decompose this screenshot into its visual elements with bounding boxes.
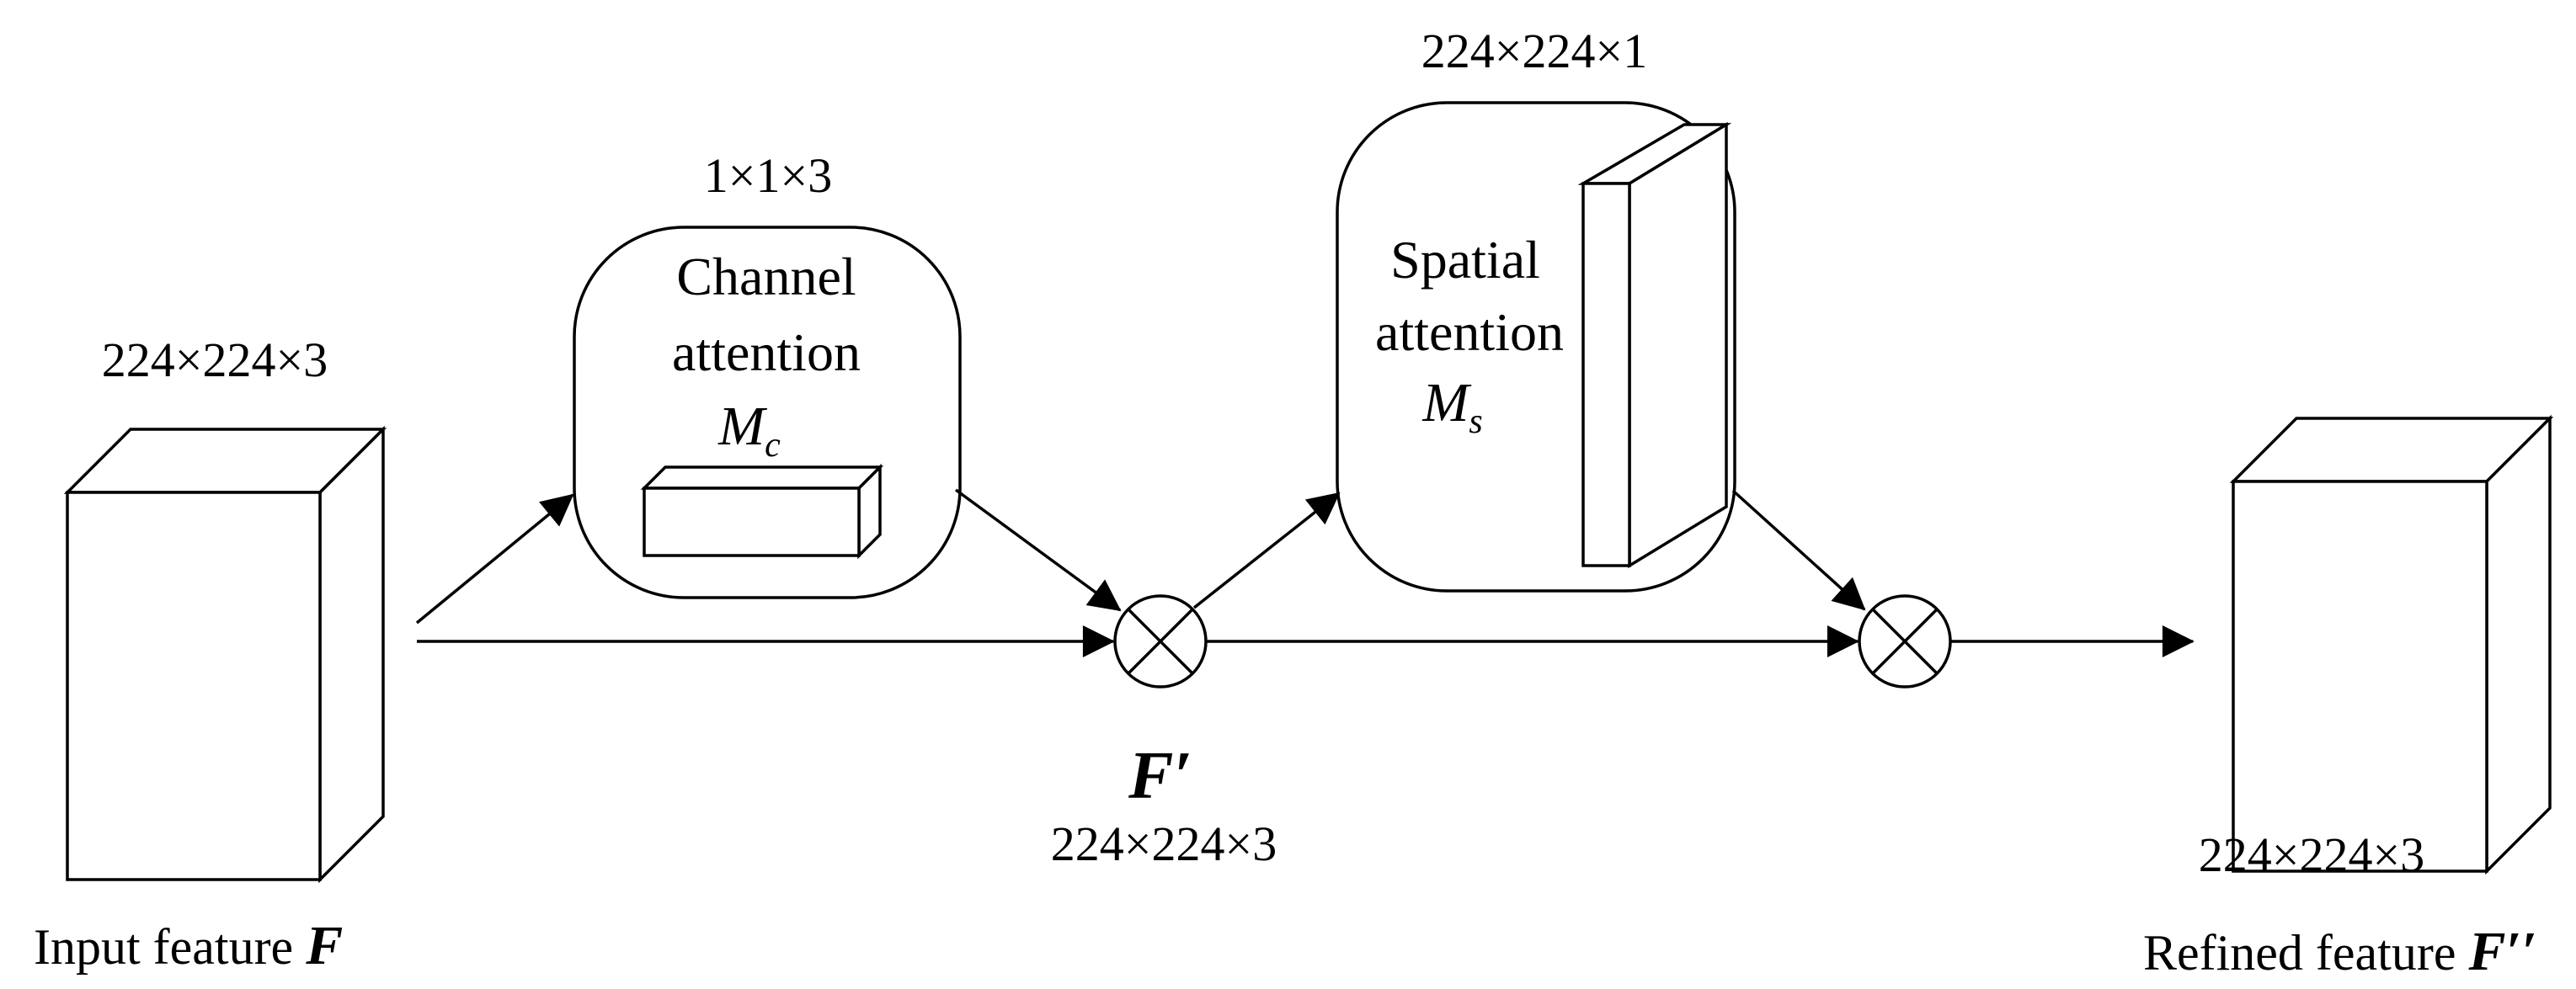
arrows — [415, 488, 2195, 657]
channel-attention-dims-label: 1×1×3 — [704, 148, 832, 203]
channel-attention-title-line1: Channel — [676, 247, 856, 306]
channel-attention-symbol-main: M — [717, 396, 768, 457]
input-caption-text: Input feature — [34, 919, 306, 975]
spatial-attention-title-line1: Spatial — [1390, 230, 1540, 290]
input-dims-label: 224×224×3 — [102, 332, 328, 387]
channel-attention-symbol: Mc — [717, 396, 781, 465]
refined-caption-text: Refined feature — [2143, 925, 2468, 981]
refined-feature-cube — [2229, 414, 2554, 875]
spatial-attention-symbol: Ms — [1421, 372, 1482, 441]
spatial-attention-module — [1336, 101, 1736, 593]
intermediate-dims-label: 224×224×3 — [1051, 816, 1277, 871]
channel-attention-symbol-subscript: c — [765, 426, 781, 465]
multiply-operator-1 — [1113, 594, 1208, 689]
spatial-attention-map-cuboid — [1577, 121, 1732, 569]
multiply-operator-2 — [1858, 594, 1952, 689]
refined-caption: Refined feature F′′ — [2143, 921, 2537, 982]
input-caption-symbol: F — [305, 915, 343, 976]
refined-dims-label: 224×224×3 — [2199, 827, 2424, 882]
input-caption: Input feature F — [34, 915, 343, 976]
spatial-attention-symbol-main: M — [1421, 372, 1472, 433]
channel-attention-title-line2: attention — [672, 322, 861, 382]
arrow-multiply-1-to-spatial-attention — [1192, 492, 1341, 609]
spatial-attention-symbol-subscript: s — [1469, 402, 1482, 441]
arrow-channel-attention-to-multiply-1 — [954, 488, 1122, 612]
refined-caption-symbol: F′′ — [2467, 921, 2536, 982]
arrow-spatial-attention-to-multiply-2 — [1731, 489, 1866, 611]
channel-attention-module — [573, 226, 962, 599]
intermediate-feature-symbol: F′ — [1128, 739, 1192, 813]
arrow-input-to-channel-attention — [415, 493, 574, 625]
input-feature-cube — [63, 425, 387, 884]
spatial-attention-title-line2: attention — [1375, 302, 1564, 362]
spatial-attention-dims-label: 224×224×1 — [1421, 24, 1647, 78]
channel-attention-map-cuboid — [640, 463, 884, 560]
